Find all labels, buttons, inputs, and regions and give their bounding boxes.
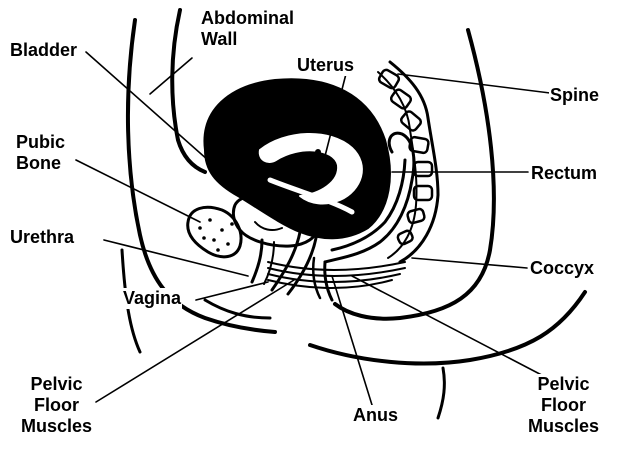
label-pubic-bone: Pubic Bone [15,132,66,174]
label-urethra: Urethra [9,227,75,248]
urethra [252,240,262,282]
pelvic-floor-left-line-1: Pelvic [21,374,92,395]
urethra-text: Urethra [10,227,74,248]
anal-canal-wall [313,258,320,298]
label-anus: Anus [352,405,399,426]
lower-thigh-line [438,368,444,418]
label-vagina: Vagina [122,288,182,309]
pelvic-floor-right-line-2: Floor [528,395,599,416]
pubic-bone-line-1: Pubic [16,132,65,153]
label-bladder: Bladder [9,40,78,61]
gluteal-outline [310,292,585,364]
pelvic-floor-left-line-3: Muscles [21,416,92,437]
rectum-text: Rectum [531,163,597,184]
pelvic-floor-left-line-2: Floor [21,395,92,416]
label-abdominal-wall: Abdominal Wall [200,8,295,50]
pelvic-floor-right-line-1: Pelvic [528,374,599,395]
abdominal-wall-line-1: Abdominal [201,8,294,29]
pubic-bone-line-2: Bone [16,153,65,174]
coccyx-text: Coccyx [530,258,594,279]
pubic-bone-texture [198,218,234,252]
label-coccyx: Coccyx [529,258,595,279]
label-spine: Spine [549,85,600,106]
bladder-fold [255,222,282,230]
vagina-text: Vagina [123,288,181,309]
bladder-text: Bladder [10,40,77,61]
pelvic-floor-right-line-3: Muscles [528,416,599,437]
label-uterus: Uterus [296,55,355,76]
label-rectum: Rectum [530,163,598,184]
spine-text: Spine [550,85,599,106]
anus-text: Anus [353,405,398,426]
label-pelvic-floor-muscles-right: Pelvic Floor Muscles [527,374,600,437]
uterus-text: Uterus [297,55,354,76]
abdominal-wall-line-2: Wall [201,29,294,50]
label-pelvic-floor-muscles-left: Pelvic Floor Muscles [20,374,93,437]
